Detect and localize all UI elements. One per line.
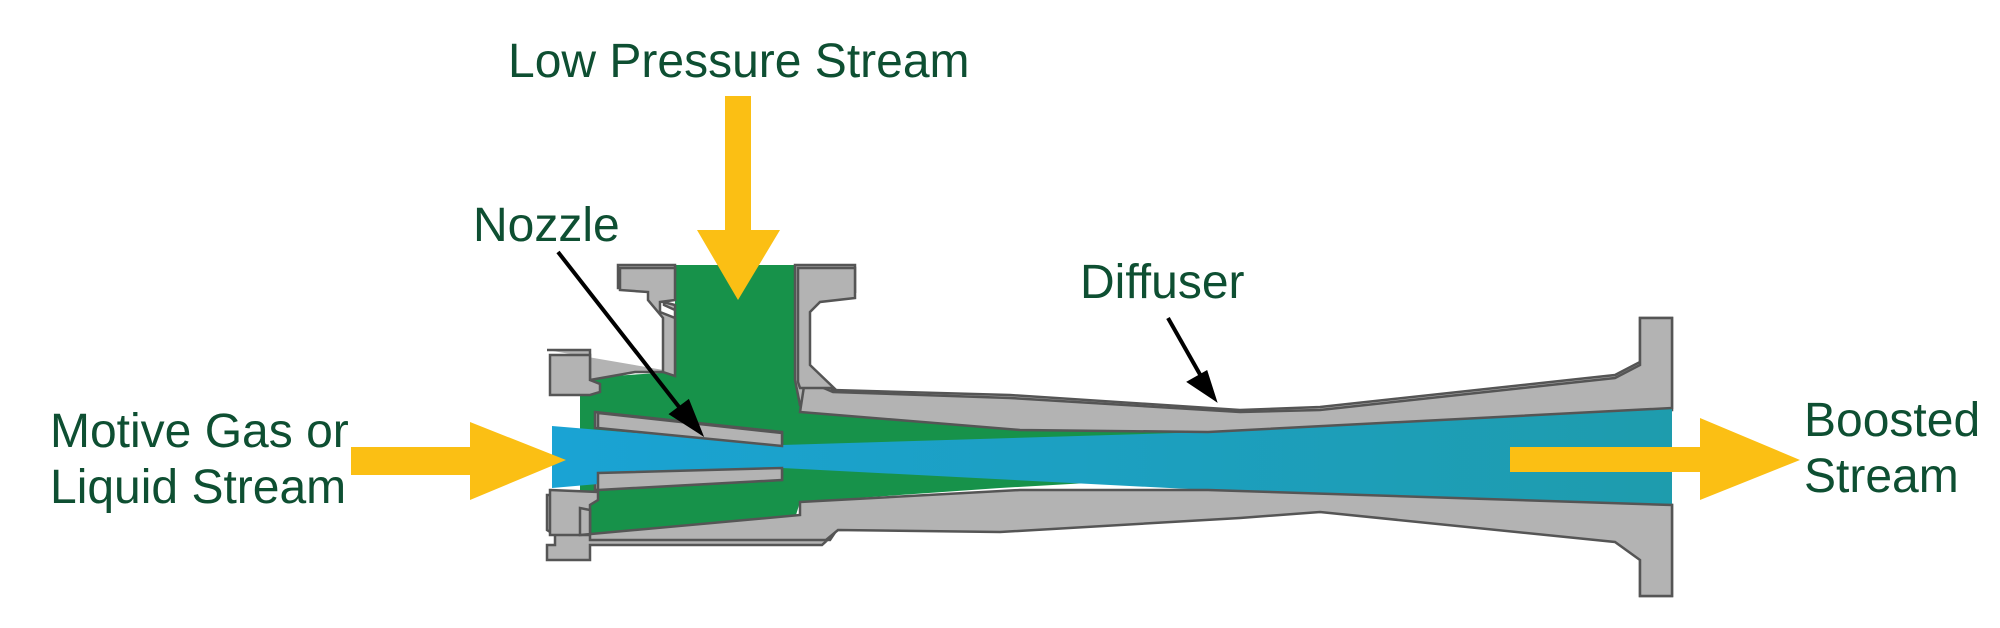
nozzle-tip: [596, 411, 784, 492]
diffuser-label: Diffuser: [1080, 256, 1245, 309]
boosted-label-line1: Boosted: [1804, 394, 1981, 447]
nozzle-pointer-arrow: [556, 250, 705, 438]
diffuser-walls: [578, 316, 1674, 598]
motive-label-line2: Liquid Stream: [50, 461, 347, 514]
side-inlet-walls: [618, 266, 857, 390]
motive-inflow-arrow: [351, 422, 566, 500]
nozzle-label: Nozzle: [473, 199, 620, 252]
boosted-stream-label: Boosted Stream: [1804, 393, 1980, 505]
motive-stream-label: Motive Gas or Liquid Stream: [50, 404, 349, 516]
diffuser-pointer-arrow: [1166, 317, 1218, 403]
boosted-label-line2: Stream: [1804, 450, 1959, 503]
motive-label-line1: Motive Gas or: [50, 405, 349, 458]
low-pressure-inflow-arrow: [697, 96, 780, 300]
boosted-outflow-arrow: [1510, 418, 1800, 500]
low-pressure-stream-label: Low Pressure Stream: [508, 35, 970, 88]
motive-jet: [552, 408, 1672, 505]
